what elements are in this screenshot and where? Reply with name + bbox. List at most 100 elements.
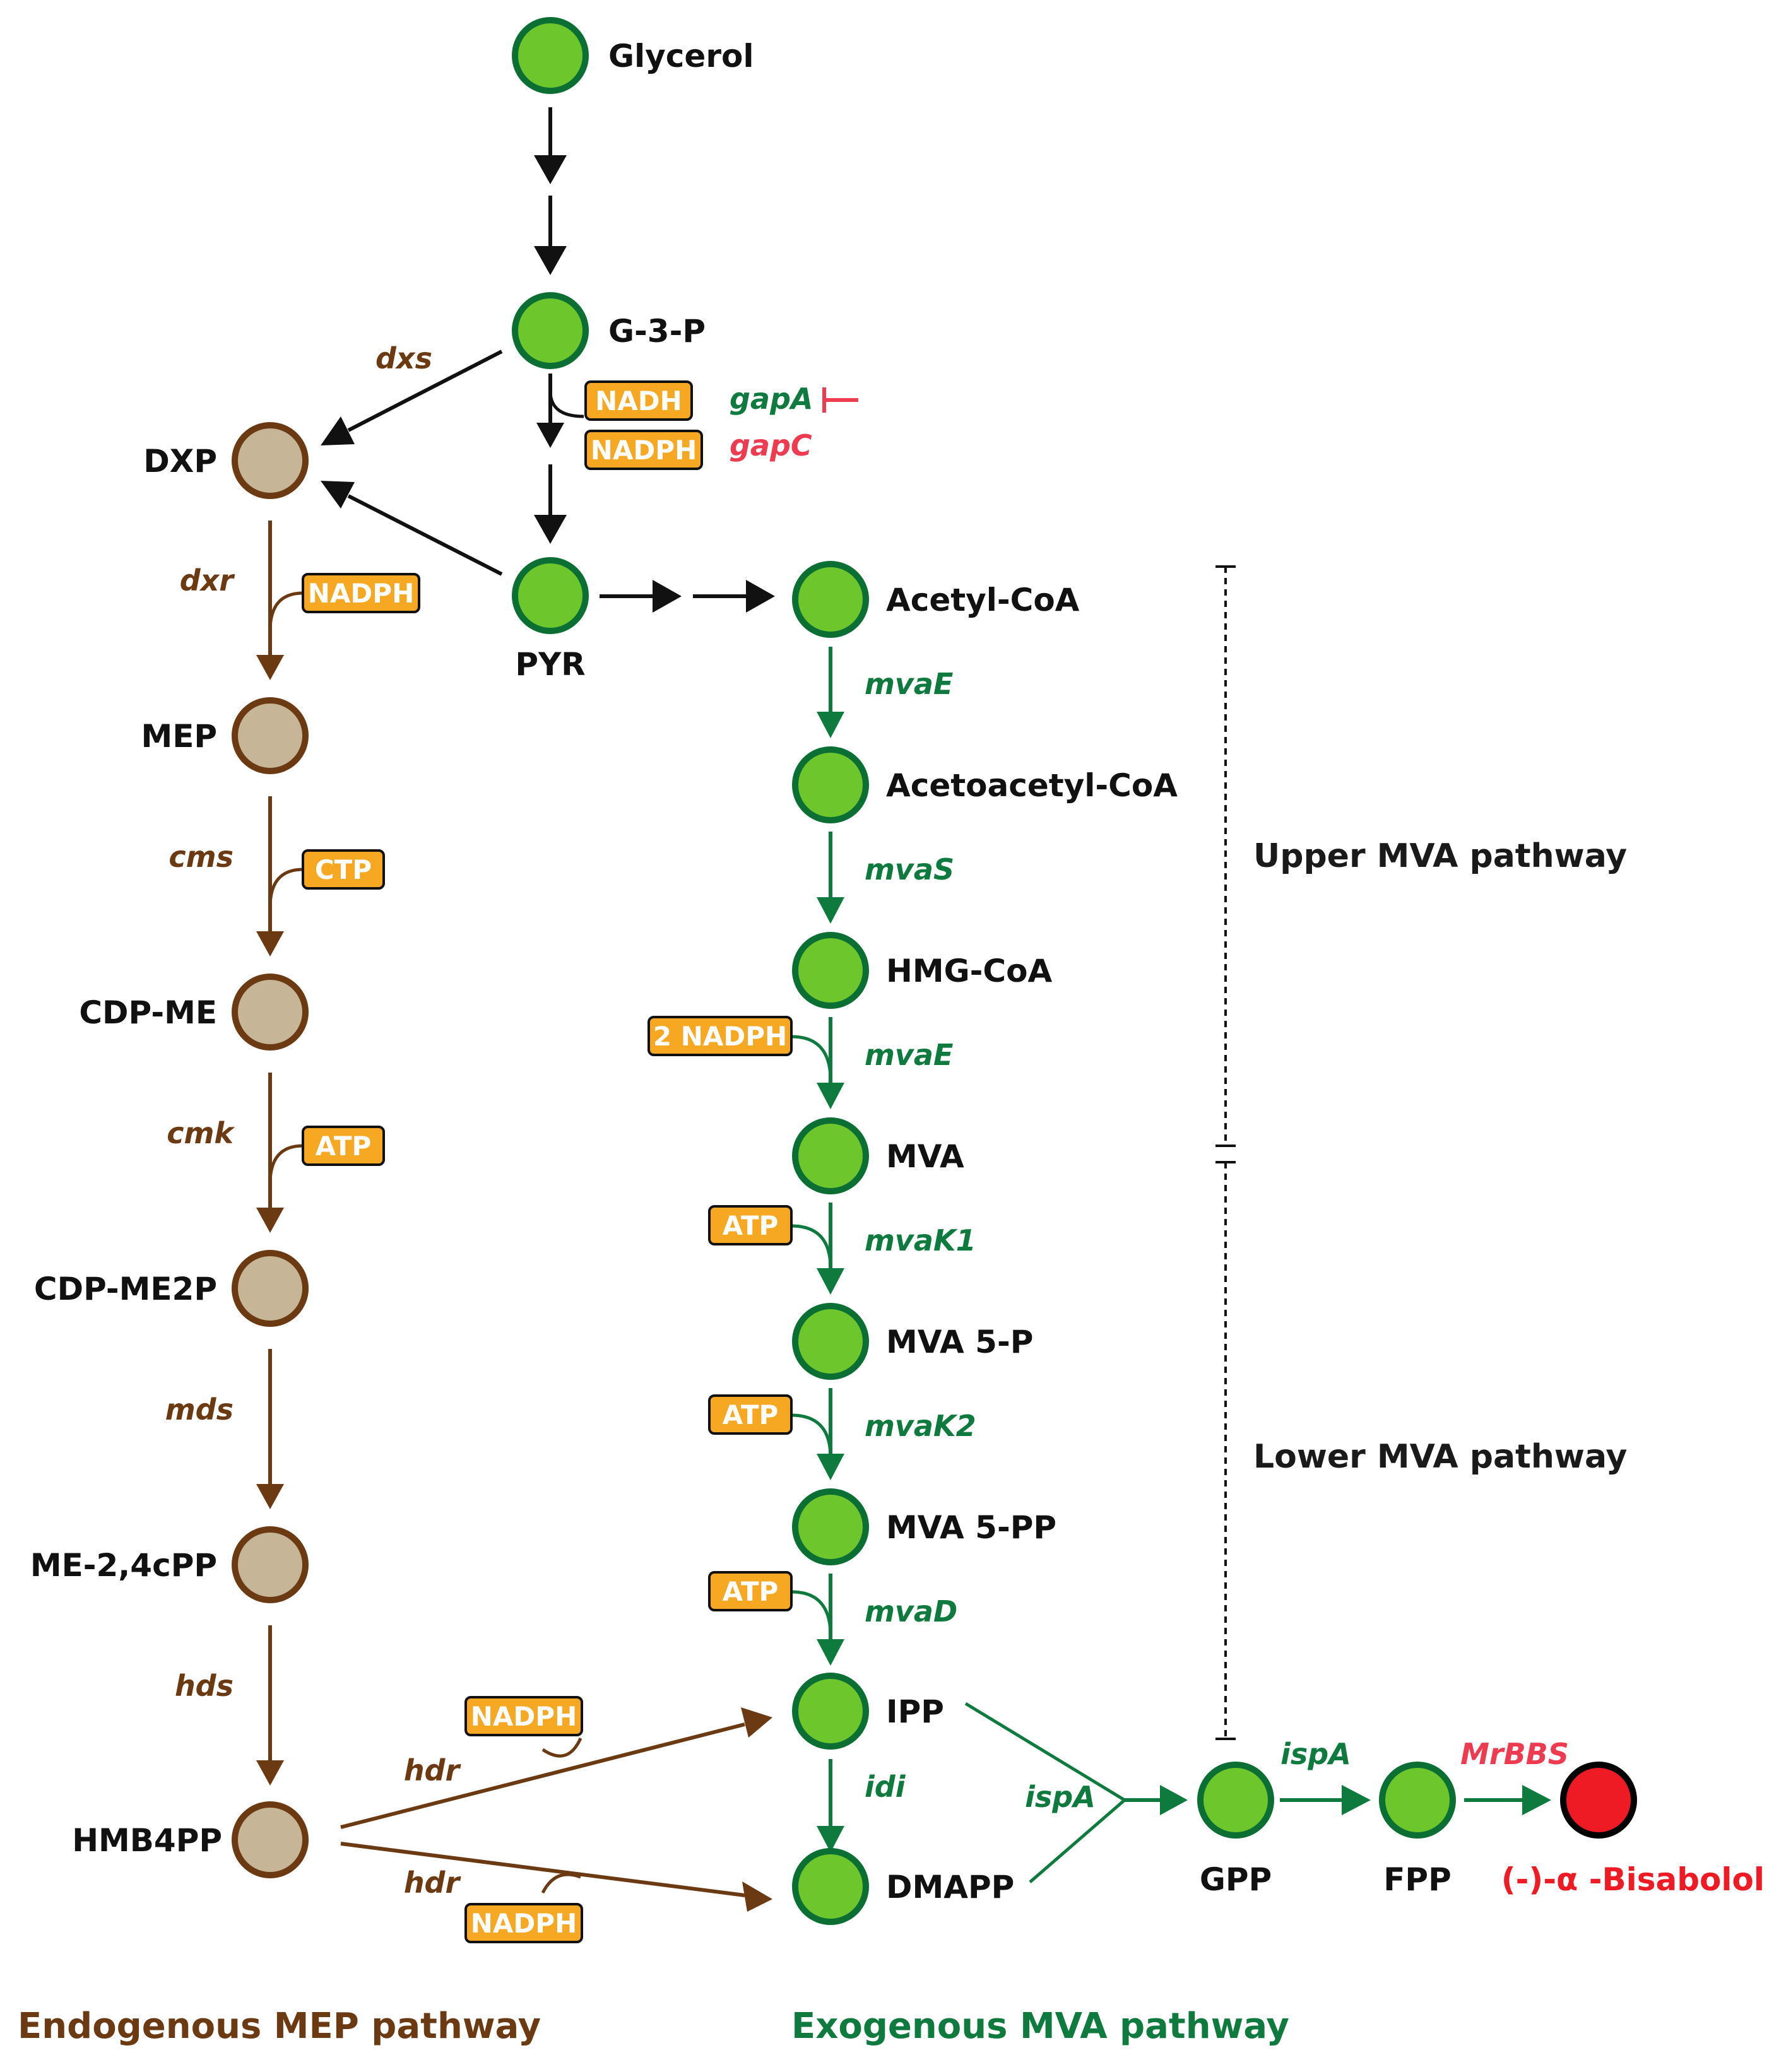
enzyme-cms: cms (169, 840, 234, 874)
enzyme-dxr: dxr (180, 563, 236, 597)
svg-text:NADPH: NADPH (591, 435, 697, 466)
cofactor-ctp: CTP (302, 849, 385, 890)
cofactor-nadh: NADH (584, 380, 693, 421)
svg-text:ATP: ATP (723, 1210, 779, 1241)
fpp-node (1379, 1762, 1456, 1839)
footer-mva-label: Exogenous MVA pathway (791, 2006, 1289, 2047)
mva-label: MVA (886, 1138, 964, 1175)
dxp-label: DXP (143, 443, 217, 480)
enzyme-labels: dxs dxr cms cmk mds hds hdr hdr gapA gap… (165, 341, 1569, 1900)
enzyme-cmk: cmk (167, 1116, 235, 1150)
lower-mva-label: Lower MVA pathway (1253, 1438, 1627, 1476)
svg-text:CTP: CTP (315, 854, 372, 885)
enzyme-gapC: gapC (730, 428, 812, 462)
cofactor-nadph-dxr: NADPH (302, 573, 420, 613)
ispA-merge-lines (964, 1702, 1126, 1883)
gpp-node (1197, 1762, 1274, 1839)
enzyme-hdr-up: hdr (404, 1753, 462, 1787)
svg-text:2 NADPH: 2 NADPH (653, 1021, 787, 1052)
mva-pathway-bracket (1215, 565, 1236, 1740)
enzyme-ispA-2: ispA (1280, 1737, 1351, 1771)
dmapp-node (792, 1848, 869, 1925)
enzyme-mvaK1: mvaK1 (865, 1223, 976, 1257)
bisabolol-node (1560, 1762, 1637, 1839)
cofactor-nadph-hdr-down: NADPH (464, 1903, 583, 1943)
cdp-me-node (232, 974, 309, 1051)
hmg-coa-node (792, 932, 869, 1009)
cdp-me2p-label: CDP-ME2P (34, 1271, 217, 1307)
enzyme-mvaE-1: mvaE (865, 667, 953, 701)
cofactor-atp-cmk: ATP (302, 1126, 385, 1166)
mva5pp-label: MVA 5-PP (886, 1509, 1056, 1546)
gpp-label: GPP (1200, 1861, 1272, 1898)
me-cpp-label: ME-2,4cPP (30, 1547, 217, 1584)
fpp-label: FPP (1383, 1861, 1451, 1898)
mep-node (232, 697, 309, 774)
central-glycolysis-arrows (321, 107, 775, 613)
mep-label: MEP (141, 718, 217, 755)
upper-mva-label: Upper MVA pathway (1253, 837, 1627, 875)
svg-text:NADPH: NADPH (308, 578, 414, 609)
enzyme-hds: hds (175, 1669, 234, 1703)
node-circles (232, 17, 1637, 1925)
acetyl-coa-node (792, 561, 869, 638)
svg-text:NADPH: NADPH (471, 1908, 577, 1939)
acetoacetyl-coa-node (792, 746, 869, 823)
enzyme-hdr-down: hdr (404, 1866, 462, 1900)
hmg-coa-label: HMG-CoA (886, 953, 1052, 989)
mva5p-node (792, 1303, 869, 1380)
enzyme-mvaE-2: mvaE (865, 1038, 953, 1072)
cdp-me-label: CDP-ME (79, 994, 217, 1031)
cofactor-2nadph: 2 NADPH (648, 1016, 793, 1056)
g3p-label: G-3-P (608, 313, 706, 350)
svg-text:NADH: NADH (595, 386, 682, 416)
bisabolol-label: (-)-α -Bisabolol (1501, 1861, 1765, 1898)
pyr-node (512, 557, 589, 634)
ipp-label: IPP (886, 1693, 944, 1730)
enzyme-gapA: gapA (730, 382, 813, 416)
dmapp-label: DMAPP (886, 1869, 1014, 1905)
cofactor-nadph-g3p: NADPH (584, 430, 703, 470)
enzyme-mvaK2: mvaK2 (865, 1409, 976, 1443)
enzyme-mvaD: mvaD (865, 1594, 957, 1628)
enzyme-ispA-1: ispA (1025, 1780, 1096, 1814)
mva-cofactor-curves (791, 1035, 832, 1636)
g3p-node (512, 292, 589, 369)
cdp-me2p-node (232, 1250, 309, 1327)
enzyme-dxs: dxs (375, 341, 432, 375)
enzyme-MrBBS: MrBBS (1460, 1737, 1569, 1771)
glycerol-label: Glycerol (608, 38, 754, 74)
footer-mep-label: Endogenous MEP pathway (18, 2006, 541, 2047)
enzyme-mvaS: mvaS (865, 852, 954, 886)
mva5pp-node (792, 1488, 869, 1565)
mva5p-label: MVA 5-P (886, 1324, 1033, 1360)
svg-text:ATP: ATP (316, 1131, 372, 1162)
gapA-inhibition-mark (822, 387, 858, 413)
cofactor-atp-mvak1: ATP (708, 1205, 793, 1245)
svg-text:ATP: ATP (723, 1399, 779, 1430)
hmb4pp-label: HMB4PP (72, 1822, 222, 1859)
pyr-label: PYR (515, 646, 585, 683)
cofactor-atp-mvak2: ATP (708, 1394, 793, 1435)
enzyme-idi: idi (865, 1770, 906, 1804)
cofactor-badges: NADH NADPH NADPH CTP ATP 2 NADPH ATP AT (302, 380, 793, 1943)
mep-cofactor-curves (268, 591, 582, 1894)
acetyl-coa-label: Acetyl-CoA (886, 582, 1080, 618)
mep-pathway-arrows (256, 521, 772, 1912)
ipp-node (792, 1673, 869, 1750)
acetoacetyl-coa-label: Acetoacetyl-CoA (886, 767, 1178, 804)
cofactor-atp-mvad: ATP (708, 1571, 793, 1611)
dxp-node (232, 422, 309, 499)
mva-node (792, 1117, 869, 1194)
node-labels: Glycerol G-3-P PYR DXP MEP CDP-ME CDP-ME… (30, 38, 1765, 1905)
svg-text:NADPH: NADPH (471, 1701, 577, 1732)
hmb4pp-node (232, 1801, 309, 1878)
g3p-cofactor-curve (548, 375, 584, 418)
svg-text:ATP: ATP (723, 1576, 779, 1607)
cofactor-nadph-hdr-up: NADPH (464, 1696, 583, 1736)
enzyme-mds: mds (165, 1392, 234, 1427)
me-cpp-node (232, 1526, 309, 1603)
glycerol-node (512, 17, 589, 94)
mva-pathway-arrows (817, 647, 1551, 1852)
